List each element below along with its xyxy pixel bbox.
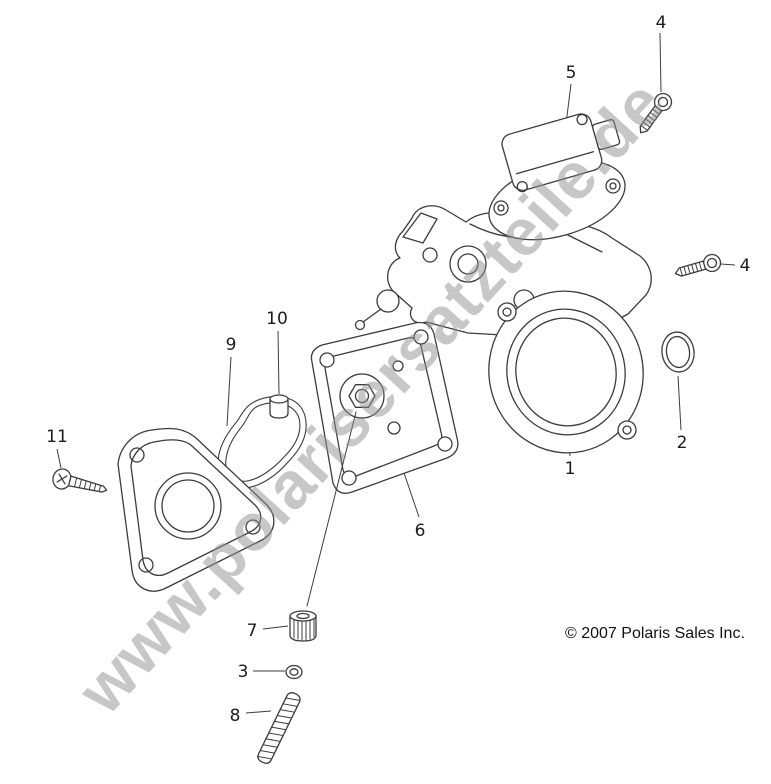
- flange-boss-top: [497, 302, 517, 322]
- sensor-screw-boss-left-hole: [497, 204, 505, 212]
- cover-bolt-hole-tl: [319, 352, 335, 368]
- sensor-part-5: [501, 113, 621, 193]
- assembly-axis-line: [306, 411, 357, 607]
- cover-shaft-end: [354, 388, 370, 404]
- leader-7: [262, 625, 289, 630]
- bushing-top: [269, 394, 289, 404]
- leader-8: [245, 710, 272, 714]
- knurled-bushing-part-7: [289, 610, 317, 642]
- callout-8: 8: [230, 706, 241, 726]
- flange-boss-bottom-hole: [622, 425, 632, 435]
- gasket-center-hole-inner: [161, 479, 215, 533]
- bushing-body: [269, 398, 289, 419]
- leader-9: [226, 356, 232, 427]
- bushing-top: [289, 610, 317, 622]
- callout-labels: 4 5 4 2 1 10 9 11 6 7 3 8: [46, 13, 750, 726]
- callout-4-right: 4: [740, 256, 751, 276]
- callout-5: 5: [566, 63, 577, 83]
- callout-3: 3: [238, 662, 249, 682]
- sensor-ear-left: [516, 180, 528, 193]
- cover-hex-nut: [348, 384, 376, 408]
- cam-arm-end: [354, 319, 366, 331]
- body-boss-outer: [449, 245, 487, 283]
- leader-4-top: [659, 32, 662, 93]
- bushing-part-10: [269, 394, 289, 419]
- gasket-inner-outline: [130, 439, 262, 576]
- knurl-lines: [293, 618, 315, 641]
- cover-bolt-hole-bl: [341, 470, 357, 486]
- small-o-ring-part-3: [285, 664, 303, 680]
- screw-threads: [73, 477, 102, 493]
- screw-head-socket: [706, 257, 718, 269]
- callout-4-top: 4: [656, 13, 667, 33]
- gasket-part-9: [117, 427, 275, 592]
- gasket-outline: [117, 427, 275, 592]
- screw-part-11: [52, 468, 108, 493]
- screw-part-4-right: [674, 253, 722, 277]
- screw-head-socket: [657, 96, 669, 108]
- small-o-ring-outer: [285, 664, 303, 680]
- screw-head-cross-2: [56, 475, 68, 483]
- cover-bolt-hole-br: [437, 436, 453, 452]
- screw-part-4-top: [639, 92, 673, 134]
- shaft-bracket: [402, 212, 438, 244]
- flange-boss-top-hole: [502, 307, 512, 317]
- callout-11: 11: [46, 427, 68, 447]
- small-o-ring-inner: [289, 668, 299, 676]
- screw-shaft: [674, 260, 707, 277]
- cover-bolt-hole-tr: [413, 329, 429, 345]
- bore-inner: [515, 317, 617, 427]
- body-edge-line: [561, 231, 603, 253]
- callout-10: 10: [266, 309, 288, 329]
- sensor-screw-boss-right-hole: [609, 182, 617, 190]
- sensor-ridge: [515, 151, 595, 175]
- copyright-text: © 2007 Polaris Sales Inc.: [565, 625, 745, 642]
- sensor-screw-boss-right: [605, 178, 621, 194]
- screw-threads: [679, 261, 703, 277]
- sensor-connector: [592, 119, 621, 150]
- spring-coils: [256, 697, 301, 760]
- bracket-hole: [422, 247, 438, 263]
- cover-plate-part-6: [310, 321, 459, 494]
- sensor-ear-right: [576, 113, 588, 126]
- screw-shaft: [639, 105, 663, 134]
- cam-arm: [362, 308, 382, 323]
- callout-1: 1: [565, 459, 576, 479]
- callout-9: 9: [226, 335, 237, 355]
- screw-threads: [640, 108, 660, 131]
- flange-boss-bottom: [617, 420, 637, 440]
- gasket-bolt-hole-top: [129, 447, 145, 463]
- body-boss-inner: [457, 253, 479, 275]
- throttle-body-part-1: [354, 159, 652, 454]
- leader-10: [277, 330, 280, 395]
- spring-screw-part-8: [256, 692, 301, 764]
- gasket-bolt-hole-bottom: [138, 557, 154, 573]
- gasket-bolt-hole-right: [245, 519, 261, 535]
- screw-shaft: [67, 475, 108, 493]
- callout-2: 2: [677, 433, 688, 453]
- screw-head: [702, 253, 722, 273]
- gasket-center-hole-outer: [154, 472, 222, 540]
- leader-4-right: [720, 263, 736, 266]
- o-ring-part-2: [661, 331, 695, 373]
- leader-2: [677, 375, 682, 431]
- o-ring-outer: [661, 331, 695, 373]
- sensor-screw-boss-left: [493, 200, 509, 216]
- bore-ring: [506, 308, 626, 436]
- o-ring-inner: [665, 335, 691, 369]
- throttle-cam: [376, 289, 400, 313]
- callout-7: 7: [247, 621, 258, 641]
- leader-11: [56, 448, 62, 469]
- bore-flange-outer: [488, 290, 644, 454]
- cover-small-hole-2: [392, 360, 404, 372]
- cover-small-hole-1: [387, 421, 401, 435]
- seal-loop-inner: [225, 402, 301, 482]
- callout-6: 6: [415, 521, 426, 541]
- bushing-top-hole: [296, 612, 310, 620]
